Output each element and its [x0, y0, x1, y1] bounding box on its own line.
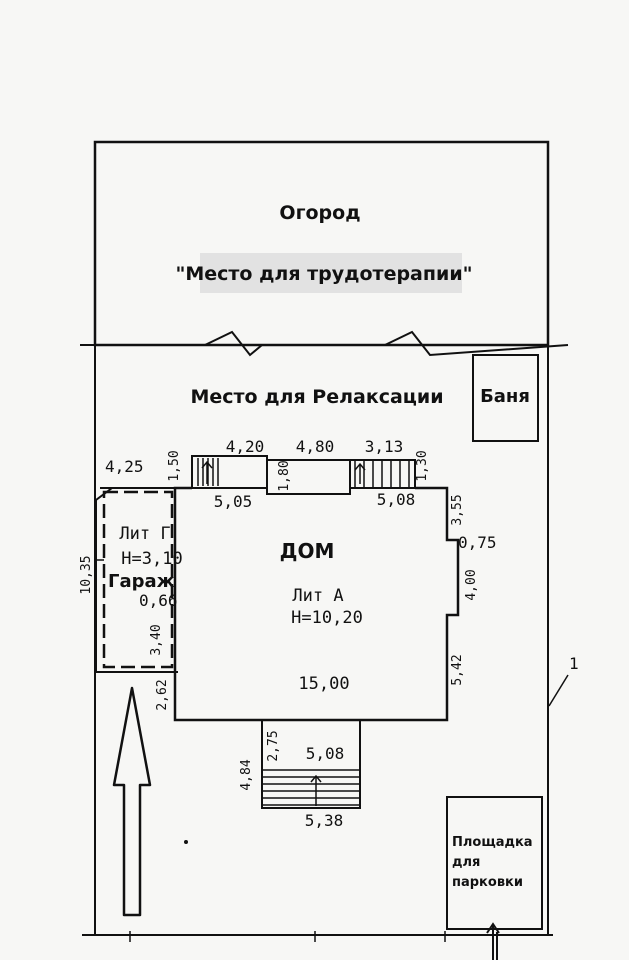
dim-5-42: 5,42	[450, 654, 465, 685]
garage-height-label: Н=3,10	[121, 549, 182, 569]
dim-15-00: 15,00	[298, 674, 349, 694]
dim-3-55: 3,55	[450, 494, 465, 525]
dim-5-08-top: 5,08	[377, 490, 416, 509]
dim-4-20: 4,20	[226, 437, 265, 456]
garden-subtitle: "Место для трудотерапии"	[175, 263, 472, 285]
relax-label: Место для Релаксации	[190, 386, 443, 408]
marker-leader	[548, 674, 569, 707]
garage-dashed-outline	[102, 490, 174, 669]
dim-1-50: 1,50	[167, 450, 182, 481]
house-label: ДОМ	[280, 539, 335, 563]
entrance-arrow	[354, 462, 366, 484]
parking-label-line3: парковки	[452, 875, 523, 890]
stairs-right	[354, 460, 410, 488]
dim-4-00: 4,00	[464, 569, 479, 600]
dim-10-35: 10,35	[79, 555, 94, 594]
dim-2-62: 2,62	[155, 679, 170, 710]
parking-area	[446, 796, 543, 930]
banya-label: Баня	[480, 386, 530, 407]
fence-line	[80, 330, 569, 357]
dim-5-05: 5,05	[214, 492, 253, 511]
dim-1-30: 1,30	[415, 450, 430, 481]
dim-4-25: 4,25	[105, 457, 144, 476]
front-stairs	[262, 769, 360, 806]
garden-plot	[93, 140, 550, 347]
house-height-label: Н=10,20	[291, 608, 363, 628]
dim-0-75: 0,75	[458, 533, 497, 552]
parking-entry-arrow-icon	[486, 922, 500, 960]
dim-3-40: 3,40	[149, 624, 164, 655]
garden-title: Огород	[279, 202, 360, 224]
dim-4-84: 4,84	[239, 759, 254, 790]
dim-5-08-bottom: 5,08	[306, 744, 345, 763]
entrance-arrow	[201, 460, 213, 484]
banya-building	[472, 354, 539, 442]
marker-label: 1	[569, 654, 579, 673]
dim-5-38: 5,38	[305, 811, 344, 830]
dim-1-80: 1,80	[277, 460, 292, 491]
dim-0-66: 0,66	[139, 591, 178, 610]
dim-2-75: 2,75	[266, 730, 281, 761]
dim-4-80: 4,80	[296, 437, 335, 456]
entrance-arrow	[310, 774, 322, 806]
dim-3-13: 3,13	[365, 437, 404, 456]
lit-g-label: Лит Г	[119, 524, 170, 544]
parking-label-line2: для	[452, 855, 480, 870]
big-arrow-icon	[112, 686, 152, 917]
subtitle-highlight	[200, 253, 462, 293]
parking-label-line1: Площадка	[452, 835, 533, 850]
house-outline	[173, 486, 460, 722]
lit-a-label: Лит А	[292, 586, 343, 606]
front-porch	[261, 719, 361, 809]
dot	[184, 840, 188, 844]
garage-label: Гараж	[108, 571, 175, 592]
